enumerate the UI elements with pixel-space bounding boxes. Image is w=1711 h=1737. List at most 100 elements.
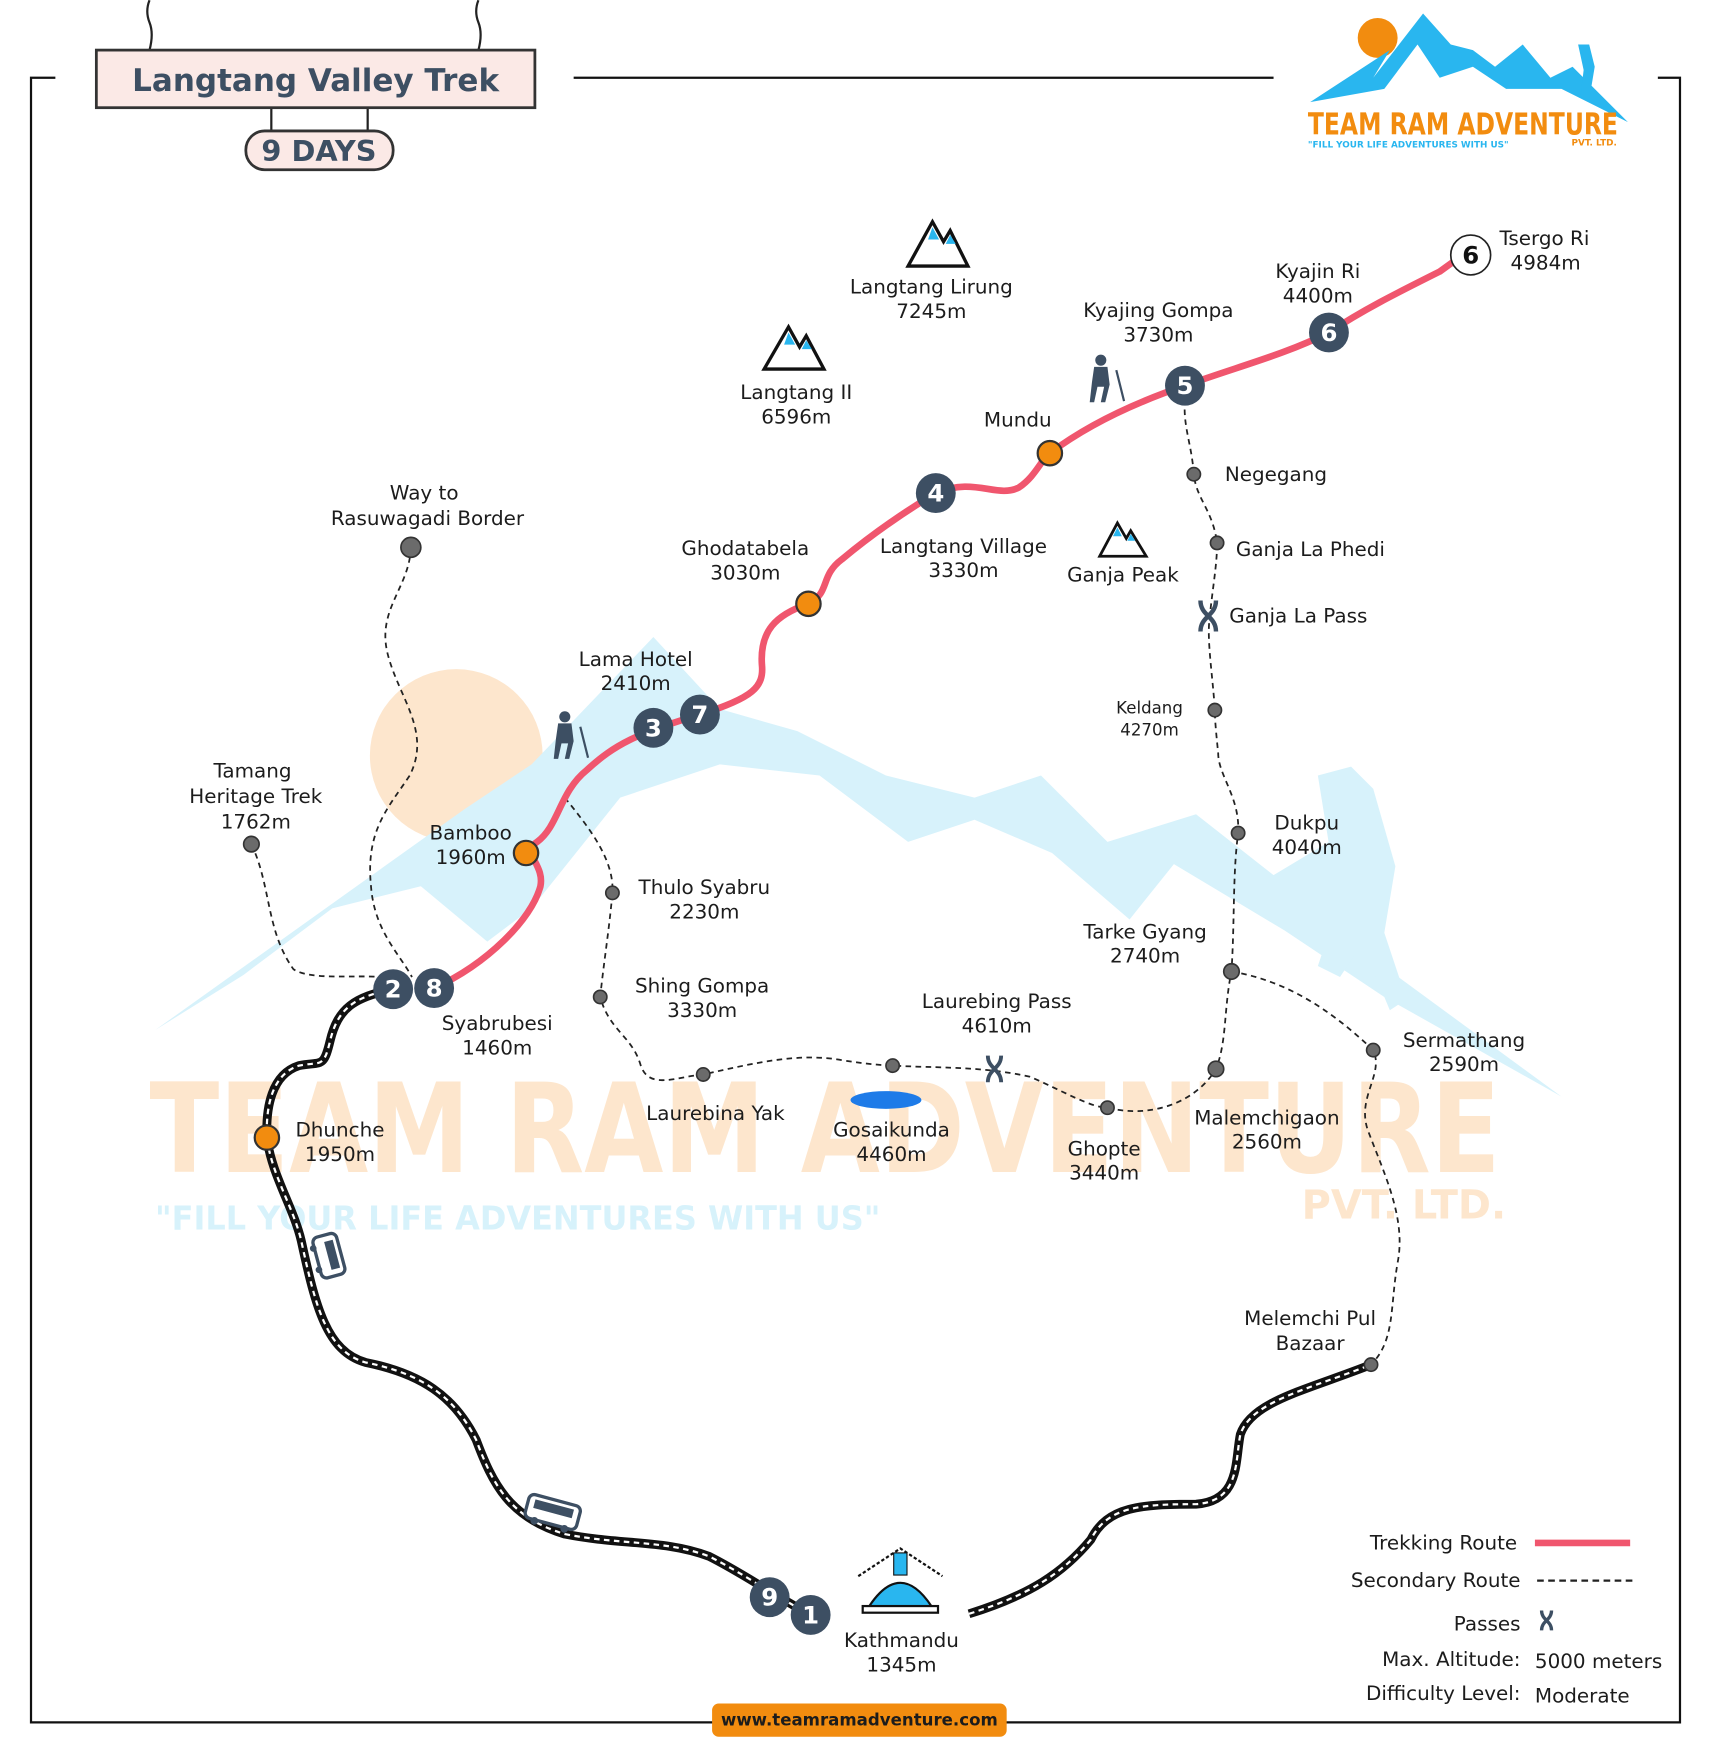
label-kyajing-gompa-alt: 3730m: [1123, 323, 1193, 346]
stop-mundu: [1036, 439, 1064, 467]
watermark: TEAM RAM ADVENTURE PVT. LTD. "FILL YOUR …: [150, 637, 1562, 1238]
stupa-icon: [857, 1547, 944, 1614]
day-marker-1: 1: [802, 1600, 819, 1629]
label-shing-gompa-alt: 3330m: [667, 999, 737, 1022]
stop-ghodatabela: [795, 590, 822, 618]
label-ganja-la-phedi: Ganja La Phedi: [1236, 538, 1385, 561]
hiker-icon: [553, 711, 590, 759]
mountain-icon: [905, 218, 971, 268]
stop-tamang: [242, 835, 260, 853]
title-sign: Langtang Valley Trek 9 DAYS: [94, 0, 537, 172]
label-rasuwagadi: Way to: [390, 482, 459, 505]
day-marker-4: 4: [927, 479, 944, 508]
stop-malemchigaon: [1207, 1060, 1225, 1078]
label-tsergo-ri: Tsergo Ri: [1498, 227, 1589, 250]
label-ghopte-alt: 3440m: [1069, 1162, 1139, 1185]
logo-name: TEAM RAM ADVENTURE: [1308, 107, 1618, 142]
label-kathmandu-alt: 1345m: [866, 1653, 936, 1676]
day-marker-6: 6: [1320, 318, 1337, 347]
road: [262, 984, 1373, 1619]
label-tamang: Tamang: [213, 760, 292, 783]
logo-tagline: "FILL YOUR LIFE ADVENTURES WITH US": [1308, 141, 1509, 151]
label-dhunche: Dhunche: [295, 1119, 384, 1142]
label-tamang-alt: 1762m: [221, 811, 291, 834]
label-malemchigaon-alt: 2560m: [1232, 1131, 1302, 1154]
logo-suffix: PVT. LTD.: [1572, 138, 1617, 148]
label-keldang-alt: 4270m: [1120, 721, 1178, 740]
day-marker-7: 7: [691, 700, 708, 729]
stop-rasuwagadi: [400, 536, 422, 559]
frame: [29, 76, 1682, 1724]
label-syabrubesi: Syabrubesi: [442, 1012, 553, 1035]
legend-difficulty-value: Moderate: [1535, 1684, 1630, 1707]
label-negegang: Negegang: [1225, 463, 1327, 486]
label-kyajing-gompa: Kyajing Gompa: [1083, 299, 1233, 322]
label-langtang-ii: Langtang II: [740, 381, 852, 404]
stop-thulo-syabru: [604, 885, 620, 901]
stops: [242, 439, 1381, 1373]
label-malemchigaon: Malemchigaon: [1194, 1106, 1339, 1129]
watermark-brand: TEAM RAM ADVENTURE: [150, 1058, 1501, 1202]
label-syabrubesi-alt: 1460m: [462, 1037, 532, 1060]
label-ganja-peak: Ganja Peak: [1067, 564, 1179, 587]
legend-passes: Passes: [1454, 1612, 1521, 1635]
label-langtang-lirung-alt: 7245m: [896, 300, 966, 323]
stop-melemchi: [1363, 1357, 1379, 1373]
label-mundu: Mundu: [984, 409, 1052, 432]
place-labels: Way to Rasuwagadi Border Tamang Heritage…: [189, 227, 1589, 1676]
label-shing-gompa: Shing Gompa: [635, 975, 769, 998]
stop-keldang: [1207, 702, 1223, 718]
label-ghodatabela-alt: 3030m: [710, 561, 780, 584]
legend-max-altitude-label: Max. Altitude:: [1382, 1648, 1520, 1671]
label-tamang-2: Heritage Trek: [189, 785, 322, 808]
stop-dhunche: [253, 1124, 281, 1151]
bus-icon: [309, 1231, 347, 1280]
stop-ghopte: [1099, 1100, 1115, 1116]
label-ghodatabela: Ghodatabela: [681, 537, 809, 560]
duration-badge: 9 DAYS: [261, 134, 376, 168]
watermark-mountains: [155, 637, 1562, 1097]
label-langtang-village: Langtang Village: [880, 535, 1047, 558]
hiker-icon: [1089, 354, 1126, 403]
stop-laurebina-yak: [695, 1067, 711, 1082]
route-gosaikunda-helambu: [564, 398, 1240, 1112]
page-title: Langtang Valley Trek: [132, 63, 500, 99]
label-melemchi-2: Bazaar: [1276, 1332, 1346, 1355]
label-melemchi: Melemchi Pul: [1244, 1307, 1376, 1330]
label-tarke-gyang-alt: 2740m: [1110, 945, 1180, 968]
stop-bamboo: [512, 839, 540, 867]
watermark-hiker: [1317, 766, 1407, 1011]
stop-tarke-gyang: [1222, 962, 1241, 981]
day-markers: 1 2 3 4 5 6 6 7 8 9: [373, 234, 1492, 1635]
label-thulo-syabru-alt: 2230m: [669, 900, 739, 923]
label-keldang: Keldang: [1116, 698, 1183, 717]
route-rasuwagadi: [369, 547, 419, 978]
stop-negegang: [1186, 466, 1202, 482]
website-url[interactable]: www.teamramadventure.com: [721, 1711, 998, 1730]
stop-dukpu: [1230, 825, 1246, 841]
legend-secondary-route: Secondary Route: [1351, 1569, 1521, 1592]
label-ganja-la-pass: Ganja La Pass: [1229, 605, 1367, 628]
watermark-tagline: "FILL YOUR LIFE ADVENTURES WITH US": [155, 1199, 880, 1238]
legend-trekking-route: Trekking Route: [1369, 1532, 1517, 1555]
day-marker-8: 8: [426, 974, 443, 1003]
pass-icon: [985, 1055, 1004, 1083]
website-link[interactable]: www.teamramadventure.com: [712, 1703, 1007, 1737]
lake-icon: [850, 1091, 922, 1109]
label-langtang-village-alt: 3330m: [928, 559, 998, 582]
secondary-routes: [250, 398, 1401, 1366]
label-thulo-syabru: Thulo Syabru: [638, 876, 771, 899]
day-marker-2: 2: [385, 975, 402, 1004]
label-langtang-lirung: Langtang Lirung: [850, 276, 1013, 299]
label-lama-hotel-alt: 2410m: [601, 672, 671, 695]
label-bamboo-alt: 1960m: [436, 846, 506, 869]
label-dhunche-alt: 1950m: [305, 1143, 375, 1166]
day-marker-6-tsergo: 6: [1462, 240, 1479, 269]
label-kyajin-ri-alt: 4400m: [1283, 285, 1353, 308]
label-kathmandu: Kathmandu: [844, 1629, 959, 1652]
pass-icon: [1198, 600, 1219, 632]
label-laurebina-yak: Laurebina Yak: [646, 1102, 785, 1125]
label-bamboo: Bamboo: [430, 822, 512, 845]
label-gosaikunda-alt: 4460m: [856, 1143, 926, 1166]
